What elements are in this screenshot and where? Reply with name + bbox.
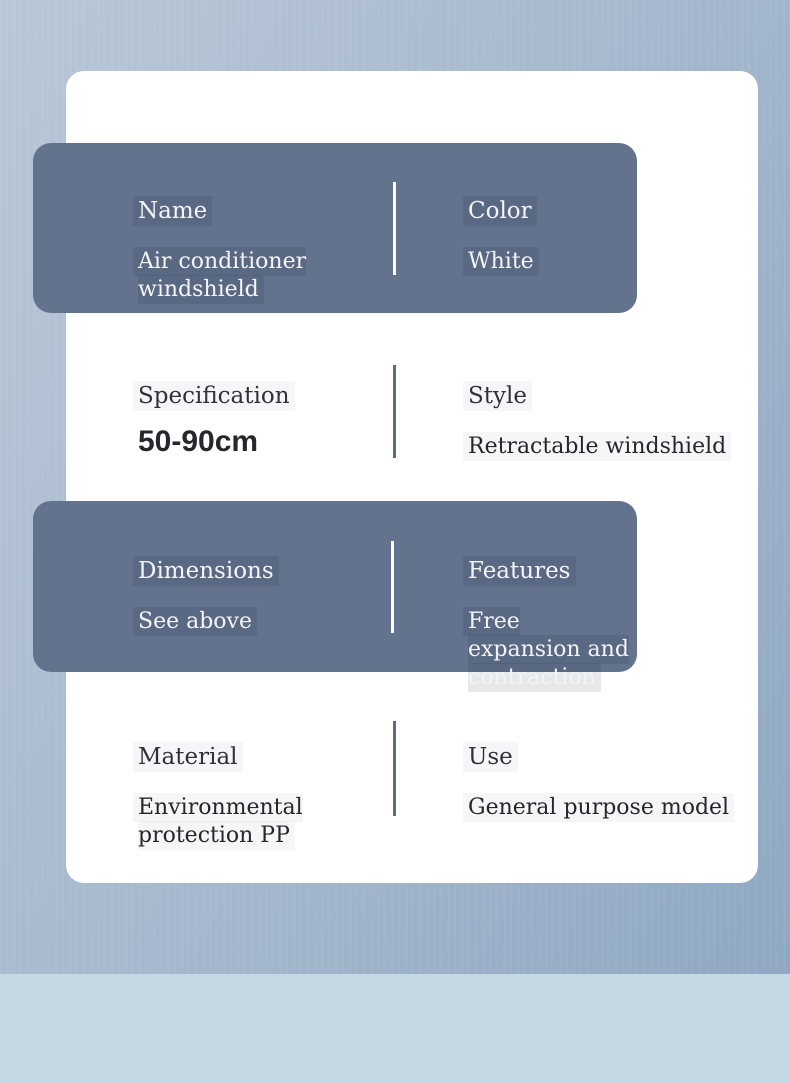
material-label-text: Material xyxy=(133,742,243,772)
specification-value: 50-90cm xyxy=(138,424,348,460)
use-label: Use xyxy=(463,742,753,772)
divider xyxy=(393,365,396,458)
style-cell: Style Retractable windshield xyxy=(463,381,753,461)
material-value: Environmental protection PP xyxy=(133,793,318,850)
dimensions-value-text: See above xyxy=(133,607,257,636)
use-label-text: Use xyxy=(463,742,518,772)
color-value-text: White xyxy=(463,247,539,276)
features-value: Free expansion and contraction xyxy=(463,607,638,692)
style-value: Retractable windshield xyxy=(463,432,753,461)
name-value: Air conditioner windshield xyxy=(133,247,323,304)
use-cell: Use General purpose model xyxy=(463,742,753,822)
name-cell: Name Air conditioner windshield xyxy=(133,196,323,304)
name-value-text: Air conditioner windshield xyxy=(133,247,307,304)
color-cell: Color White xyxy=(463,196,753,276)
divider xyxy=(391,541,394,633)
spec-row-material-use: Material Environmental protection PP Use… xyxy=(33,720,735,850)
color-label: Color xyxy=(463,196,753,226)
dimensions-cell: Dimensions See above xyxy=(133,556,328,636)
features-cell: Features Free expansion and contraction xyxy=(463,556,638,692)
spec-row-dimensions-features: Dimensions See above Features Free expan… xyxy=(33,501,637,692)
name-label: Name xyxy=(133,196,323,226)
spec-row-specification-style: Specification 50-90cm Style Retractable … xyxy=(33,360,732,475)
specification-cell: Specification 50-90cm xyxy=(133,381,348,460)
specification-label-text: Specification xyxy=(133,381,295,411)
dimensions-label: Dimensions xyxy=(133,556,328,586)
name-label-text: Name xyxy=(133,196,213,226)
features-label-text: Features xyxy=(463,556,576,586)
features-label: Features xyxy=(463,556,638,586)
specification-value-text: 50-90cm xyxy=(138,425,259,458)
features-value-text: Free expansion and contraction xyxy=(463,607,629,692)
use-value-text: General purpose model xyxy=(463,793,735,822)
style-value-text: Retractable windshield xyxy=(463,432,732,461)
divider xyxy=(393,182,396,275)
bottom-band xyxy=(0,974,790,1083)
material-cell: Material Environmental protection PP xyxy=(133,742,318,850)
color-label-text: Color xyxy=(463,196,537,226)
color-value: White xyxy=(463,247,753,276)
specification-label: Specification xyxy=(133,381,348,411)
spec-row-name-color: Name Air conditioner windshield Color Wh… xyxy=(33,143,637,313)
dimensions-label-text: Dimensions xyxy=(133,556,279,586)
material-value-text: Environmental protection PP xyxy=(133,793,303,850)
style-label: Style xyxy=(463,381,753,411)
use-value: General purpose model xyxy=(463,793,753,822)
style-label-text: Style xyxy=(463,381,532,411)
dimensions-value: See above xyxy=(133,607,328,636)
divider xyxy=(393,721,396,816)
material-label: Material xyxy=(133,742,318,772)
